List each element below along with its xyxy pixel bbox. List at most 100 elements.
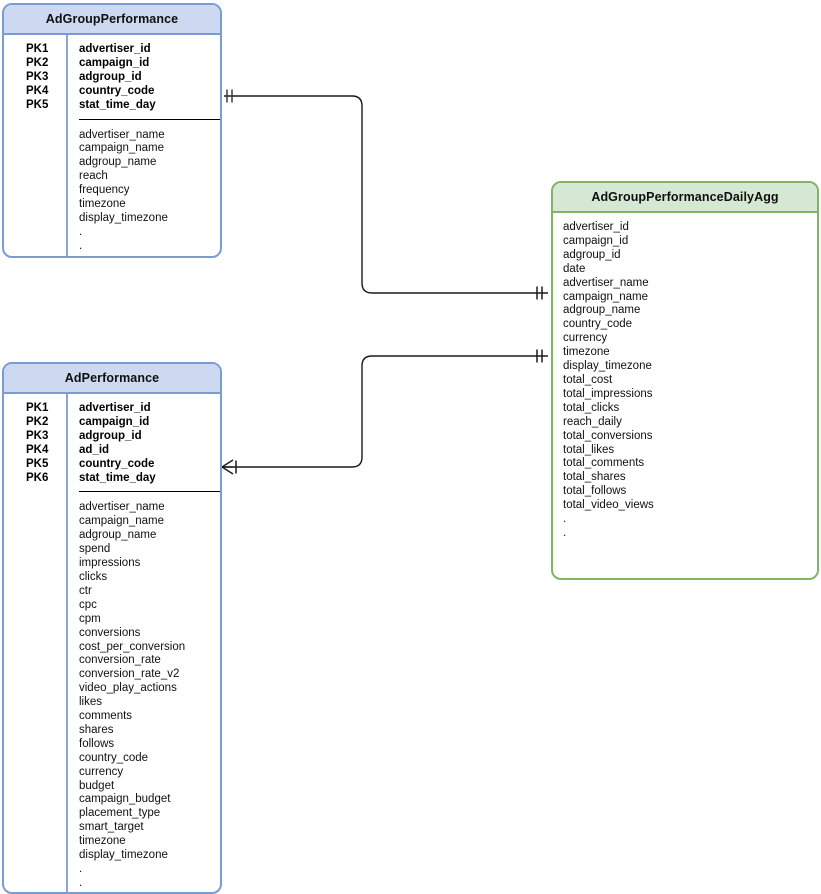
attribute: advertiser_id	[563, 221, 629, 233]
pk-attribute: adgroup_id	[79, 70, 142, 83]
attribute: frequency	[79, 184, 130, 197]
pk-label-column: PK1 PK2 PK3 PK4 PK5 PK6	[4, 394, 68, 892]
attribute: currency	[563, 332, 608, 345]
pk-attribute: adgroup_id	[79, 429, 142, 442]
entity-adgroupperformance[interactable]: AdGroupPerformance PK1 PK2 PK3 PK4 PK5 a…	[2, 3, 222, 258]
entity-title-adgroupperformance: AdGroupPerformance	[4, 5, 220, 35]
attribute-ellipsis: .	[79, 876, 83, 889]
entity-body-adgroupperformance: PK1 PK2 PK3 PK4 PK5 advertiser_id campai…	[4, 35, 220, 256]
attribute: total_impressions	[563, 387, 653, 400]
entity-adperformance[interactable]: AdPerformance PK1 PK2 PK3 PK4 PK5 PK6 ad…	[2, 362, 222, 894]
pk-label: PK3	[26, 70, 49, 83]
pk-label: PK2	[26, 56, 49, 69]
attribute: campaign_name	[79, 515, 165, 528]
attribute: advertiser_name	[79, 128, 165, 141]
attribute: clicks	[79, 570, 108, 583]
attribute: campaign_id	[563, 234, 629, 247]
entity-title-adgroupperformancedailyagg: AdGroupPerformanceDailyAgg	[553, 183, 817, 213]
attribute: display_timezone	[79, 211, 168, 224]
attribute: reach_daily	[563, 415, 622, 428]
attribute: timezone	[79, 835, 126, 848]
attribute: timezone	[79, 198, 126, 211]
pk-label-list: PK1 PK2 PK3 PK4 PK5	[4, 43, 66, 116]
pk-attribute: country_code	[79, 457, 155, 470]
attribute: reach	[79, 170, 108, 183]
attribute: follows	[79, 737, 115, 750]
pk-label: PK4	[26, 84, 49, 97]
pk-label: PK6	[26, 471, 49, 484]
attribute: spend	[79, 543, 111, 556]
pk-attribute: campaign_id	[79, 415, 150, 428]
attribute: total_cost	[563, 373, 613, 386]
attribute-ellipsis: .	[563, 526, 567, 539]
pk-label: PK5	[26, 457, 49, 470]
cardinality-exactly-one-left	[226, 89, 233, 103]
attribute: total_video_views	[563, 499, 654, 512]
attribute: adgroup_id	[563, 248, 621, 261]
pk-attribute: country_code	[79, 84, 155, 97]
key-attribute-divider	[79, 491, 220, 493]
key-attribute-divider	[79, 118, 220, 120]
attribute: comments	[79, 710, 133, 723]
attribute: total_conversions	[563, 429, 653, 442]
entity-title-adperformance: AdPerformance	[4, 364, 220, 394]
pk-label: PK1	[26, 402, 49, 414]
attribute: total_shares	[563, 471, 626, 484]
attribute: placement_type	[79, 807, 161, 820]
attribute: adgroup_name	[79, 156, 157, 169]
attribute: conversion_rate_v2	[79, 668, 180, 681]
attribute: total_likes	[563, 443, 615, 456]
attribute-list: advertiser_name campaign_name adgroup_na…	[79, 492, 220, 890]
attribute: shares	[79, 723, 114, 736]
attribute: display_timezone	[563, 360, 652, 373]
entity-adgroupperformancedailyagg[interactable]: AdGroupPerformanceDailyAgg advertiser_id…	[551, 181, 819, 580]
pk-attribute: campaign_id	[79, 56, 150, 69]
attribute: total_clicks	[563, 401, 620, 414]
attribute: total_follows	[563, 485, 627, 498]
attribute: adgroup_name	[79, 529, 157, 542]
attribute: total_comments	[563, 457, 645, 470]
attribute-ellipsis: .	[79, 225, 83, 238]
attribute: advertiser_name	[563, 276, 649, 289]
attribute-column: advertiser_id campaign_id adgroup_id ad_…	[68, 394, 220, 892]
key-column-divider	[4, 491, 66, 492]
attribute: advertiser_name	[79, 501, 165, 514]
attribute: cpc	[79, 598, 97, 611]
attribute-column: advertiser_id campaign_id adgroup_id cou…	[68, 35, 220, 256]
pk-label-column: PK1 PK2 PK3 PK4 PK5	[4, 35, 68, 256]
attribute: impressions	[79, 557, 141, 570]
attribute: display_timezone	[79, 849, 168, 862]
attribute: date	[563, 262, 586, 275]
attribute: campaign_name	[79, 142, 165, 155]
entity-body-adperformance: PK1 PK2 PK3 PK4 PK5 PK6 advertiser_id ca…	[4, 394, 220, 892]
attribute: smart_target	[79, 821, 144, 834]
attribute-ellipsis: .	[563, 513, 567, 526]
attribute: ctr	[79, 584, 92, 597]
pk-label: PK3	[26, 429, 49, 442]
pk-label: PK5	[26, 98, 49, 111]
attribute: video_play_actions	[79, 682, 177, 695]
pk-label-list: PK1 PK2 PK3 PK4 PK5 PK6	[4, 402, 66, 488]
attribute: adgroup_name	[563, 304, 641, 317]
pk-attribute: stat_time_day	[79, 471, 156, 484]
pk-attribute-list: advertiser_id campaign_id adgroup_id ad_…	[79, 402, 220, 488]
attribute: cost_per_conversion	[79, 640, 186, 653]
pk-label: PK1	[26, 43, 49, 55]
attribute: country_code	[79, 751, 149, 764]
attribute: campaign_name	[563, 290, 649, 303]
attribute: timezone	[563, 346, 610, 359]
attribute: cpm	[79, 612, 101, 625]
cardinality-exactly-one-right-2	[536, 349, 543, 363]
attribute: currency	[79, 765, 124, 778]
cardinality-one-or-many-left	[220, 459, 237, 475]
pk-attribute: advertiser_id	[79, 402, 151, 414]
attribute-list: advertiser_name campaign_name adgroup_na…	[79, 120, 220, 254]
attribute: country_code	[563, 318, 633, 331]
relationship-adperformance-dailyagg	[220, 349, 548, 475]
attribute: likes	[79, 696, 103, 709]
attribute: conversions	[79, 626, 141, 639]
pk-attribute: stat_time_day	[79, 98, 156, 111]
pk-attribute: advertiser_id	[79, 43, 151, 55]
attribute-ellipsis: .	[79, 239, 83, 252]
